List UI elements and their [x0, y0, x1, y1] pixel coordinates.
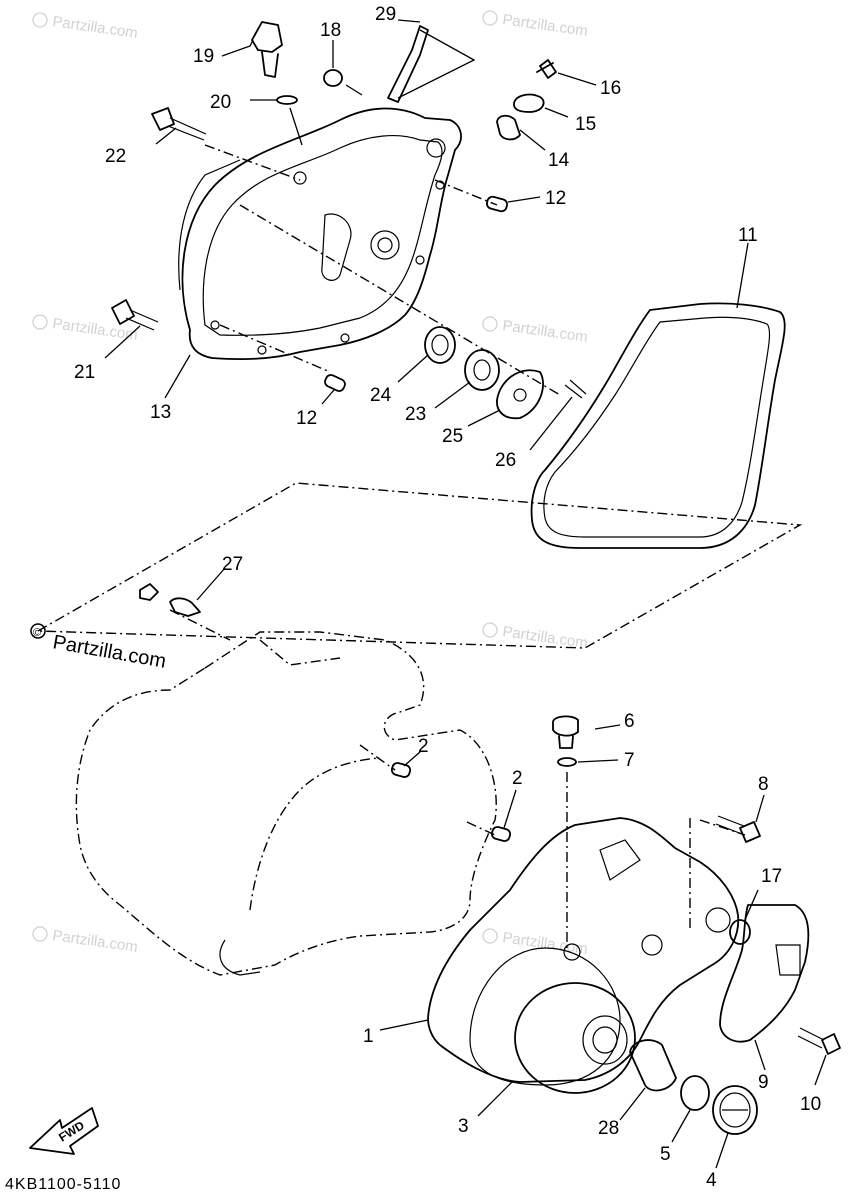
callout-16: 16 — [600, 78, 621, 99]
upper-small-parts — [111, 21, 587, 420]
callout-13: 13 — [150, 402, 171, 423]
callout-15: 15 — [575, 114, 596, 135]
callout-5: 5 — [660, 1144, 671, 1165]
callout-21: 21 — [74, 362, 95, 383]
lower-small-parts — [552, 715, 841, 1135]
callout-24: 24 — [370, 385, 392, 406]
explode-lines — [35, 144, 803, 950]
callout-10: 10 — [800, 1094, 821, 1115]
cover-gasket — [530, 302, 786, 549]
callout-14: 14 — [548, 150, 570, 171]
watermark-text: Partzilla.com — [51, 927, 138, 956]
callout-18: 18 — [320, 20, 341, 41]
callout-2: 2 — [512, 768, 523, 789]
callout-8: 8 — [758, 774, 769, 795]
diagram-code: 4KB1100-5110 — [5, 1176, 122, 1193]
callout-6: 6 — [624, 711, 635, 732]
callout-19: 19 — [193, 46, 214, 67]
callout-12: 12 — [296, 408, 317, 429]
callout-9: 9 — [758, 1072, 769, 1093]
watermark-text: Partzilla.com — [501, 11, 588, 40]
callout-17: 17 — [761, 866, 782, 887]
callout-2: 2 — [418, 736, 429, 757]
callout-7: 7 — [624, 750, 635, 771]
callout-22: 22 — [105, 146, 126, 167]
logo-text: Partzilla.com — [51, 631, 168, 673]
callout-4: 4 — [706, 1170, 717, 1191]
callout-25: 25 — [442, 426, 463, 447]
callout-27: 27 — [222, 554, 243, 575]
callout-3: 3 — [458, 1116, 469, 1137]
watermark: Partzilla.com — [32, 314, 139, 344]
callout-1: 1 — [363, 1026, 374, 1047]
watermark: Partzilla.com — [32, 926, 139, 956]
callout-11: 11 — [738, 225, 758, 246]
callout-28: 28 — [598, 1118, 619, 1139]
callout-26: 26 — [495, 450, 516, 471]
right-crankcase-cover — [427, 817, 740, 1094]
callout-12: 12 — [545, 188, 566, 209]
fwd-arrow-icon: FWD — [29, 1107, 99, 1155]
left-crankcase-cover — [178, 107, 462, 360]
logo-symbol: © — [33, 627, 41, 639]
watermark-text: Partzilla.com — [51, 13, 138, 42]
callout-20: 20 — [210, 92, 231, 113]
watermark: Partzilla.com — [482, 10, 589, 40]
callouts: 1 2 2 3 4 5 6 7 8 9 10 11 12 12 13 14 15… — [74, 4, 821, 1191]
engine-outline — [75, 583, 512, 976]
callout-23: 23 — [405, 404, 426, 425]
watermark: Partzilla.com — [32, 12, 139, 42]
leader-lines — [104, 19, 827, 1169]
watermark: Partzilla.com — [482, 316, 589, 346]
watermark-text: Partzilla.com — [501, 317, 588, 346]
callout-29: 29 — [375, 4, 396, 25]
